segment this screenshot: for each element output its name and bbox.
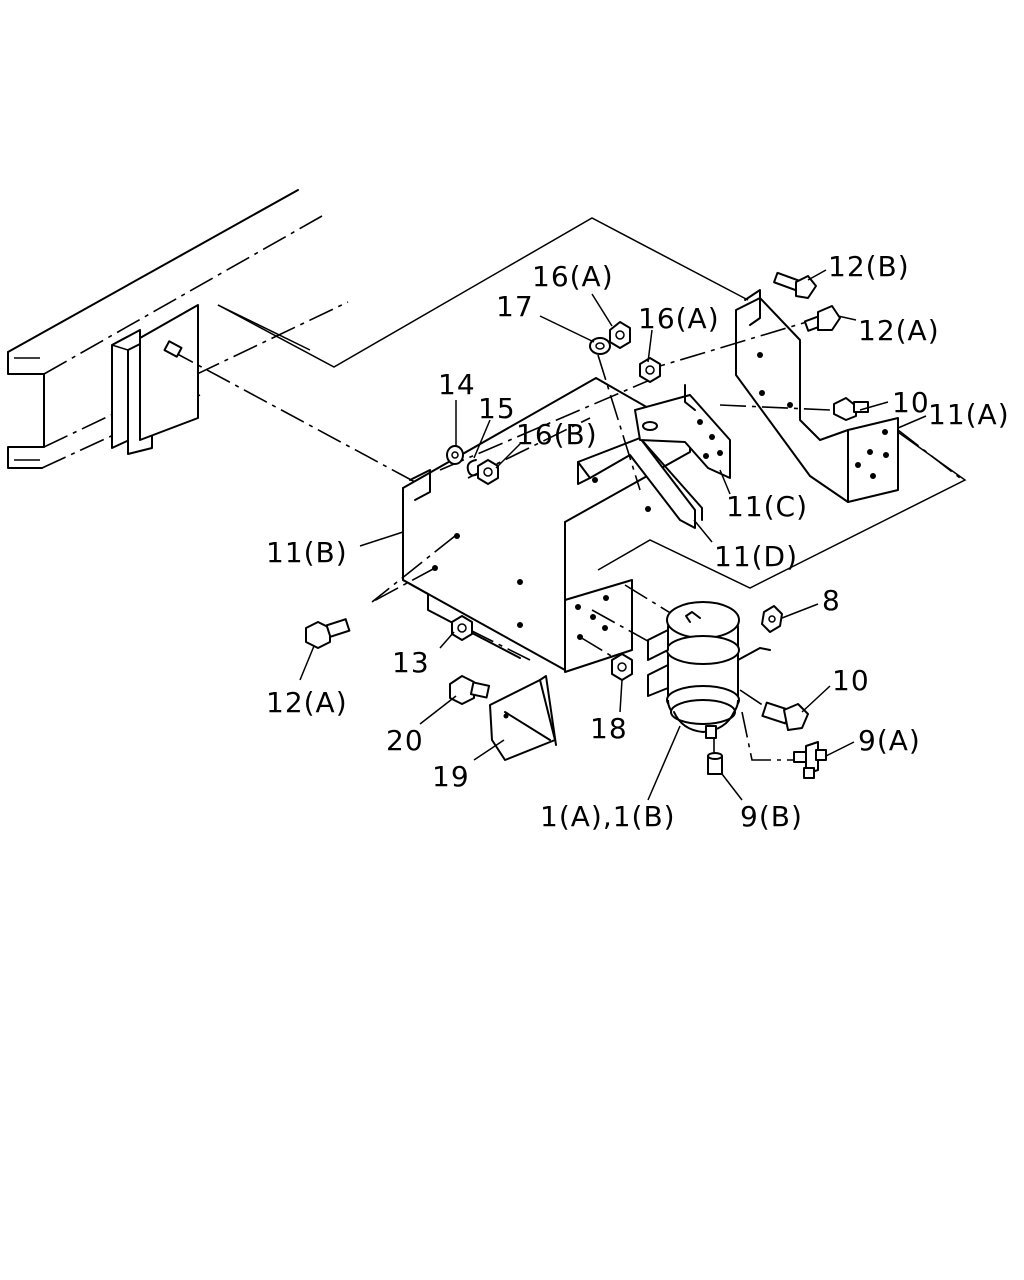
fitting-8 xyxy=(761,605,783,633)
washer-14 xyxy=(446,445,464,465)
label-18: 18 xyxy=(590,712,628,745)
bracket-11c xyxy=(634,384,731,479)
label-15: 15 xyxy=(478,392,516,425)
fitting-9a xyxy=(793,741,827,779)
label-9a: 9(A) xyxy=(858,724,921,757)
leader-lines xyxy=(299,269,927,801)
label-14: 14 xyxy=(438,368,476,401)
assembly-lines xyxy=(371,317,961,761)
frame-rail xyxy=(7,189,349,469)
frame-bolt-stud xyxy=(163,340,183,358)
nut-18 xyxy=(611,653,633,681)
label-16b: 16(B) xyxy=(516,418,598,451)
nut-16a-lower xyxy=(639,357,661,383)
label-11b: 11(B) xyxy=(266,536,348,569)
nut-13 xyxy=(451,615,473,641)
label-20: 20 xyxy=(386,724,424,757)
label-19: 19 xyxy=(432,760,470,793)
bracket-11a xyxy=(735,289,899,503)
label-17: 17 xyxy=(496,290,534,323)
label-9b: 9(B) xyxy=(740,800,803,833)
bolt-10-lower xyxy=(761,701,809,731)
mount-line-lower xyxy=(217,304,311,351)
label-10-lower: 10 xyxy=(832,664,870,697)
fitting-9b xyxy=(707,752,723,775)
label-12b: 12(B) xyxy=(828,250,910,283)
nut-16a-upper xyxy=(609,321,631,349)
label-8: 8 xyxy=(822,584,841,617)
mount-line-upper xyxy=(169,349,416,483)
label-13: 13 xyxy=(392,646,430,679)
bolt-20 xyxy=(449,675,491,705)
filter-assembly xyxy=(647,601,771,739)
label-12a-upper: 12(A) xyxy=(858,314,940,347)
washer-17 xyxy=(589,337,611,355)
label-11a: 11(A) xyxy=(928,398,1010,431)
label-12a-lower: 12(A) xyxy=(266,686,348,719)
lockwasher-15 xyxy=(466,459,479,477)
label-16a-upper: 16(A) xyxy=(532,260,614,293)
bolt-12a-lower xyxy=(305,618,351,649)
bracket-19 xyxy=(489,675,557,761)
bolt-12a-upper xyxy=(803,305,841,332)
nut-16b xyxy=(477,459,499,485)
label-11d: 11(D) xyxy=(714,540,798,573)
label-11c: 11(C) xyxy=(726,490,808,523)
bracket-11d xyxy=(577,437,703,529)
part-labels: 12(B) 16(A) 17 16(A) 12(A) 14 15 16(B) 1… xyxy=(266,250,1010,833)
label-16a-lower: 16(A) xyxy=(638,302,720,335)
label-10-upper: 10 xyxy=(892,386,930,419)
bolt-12b xyxy=(773,271,817,299)
label-1a-1b: 1(A),1(B) xyxy=(540,800,676,833)
